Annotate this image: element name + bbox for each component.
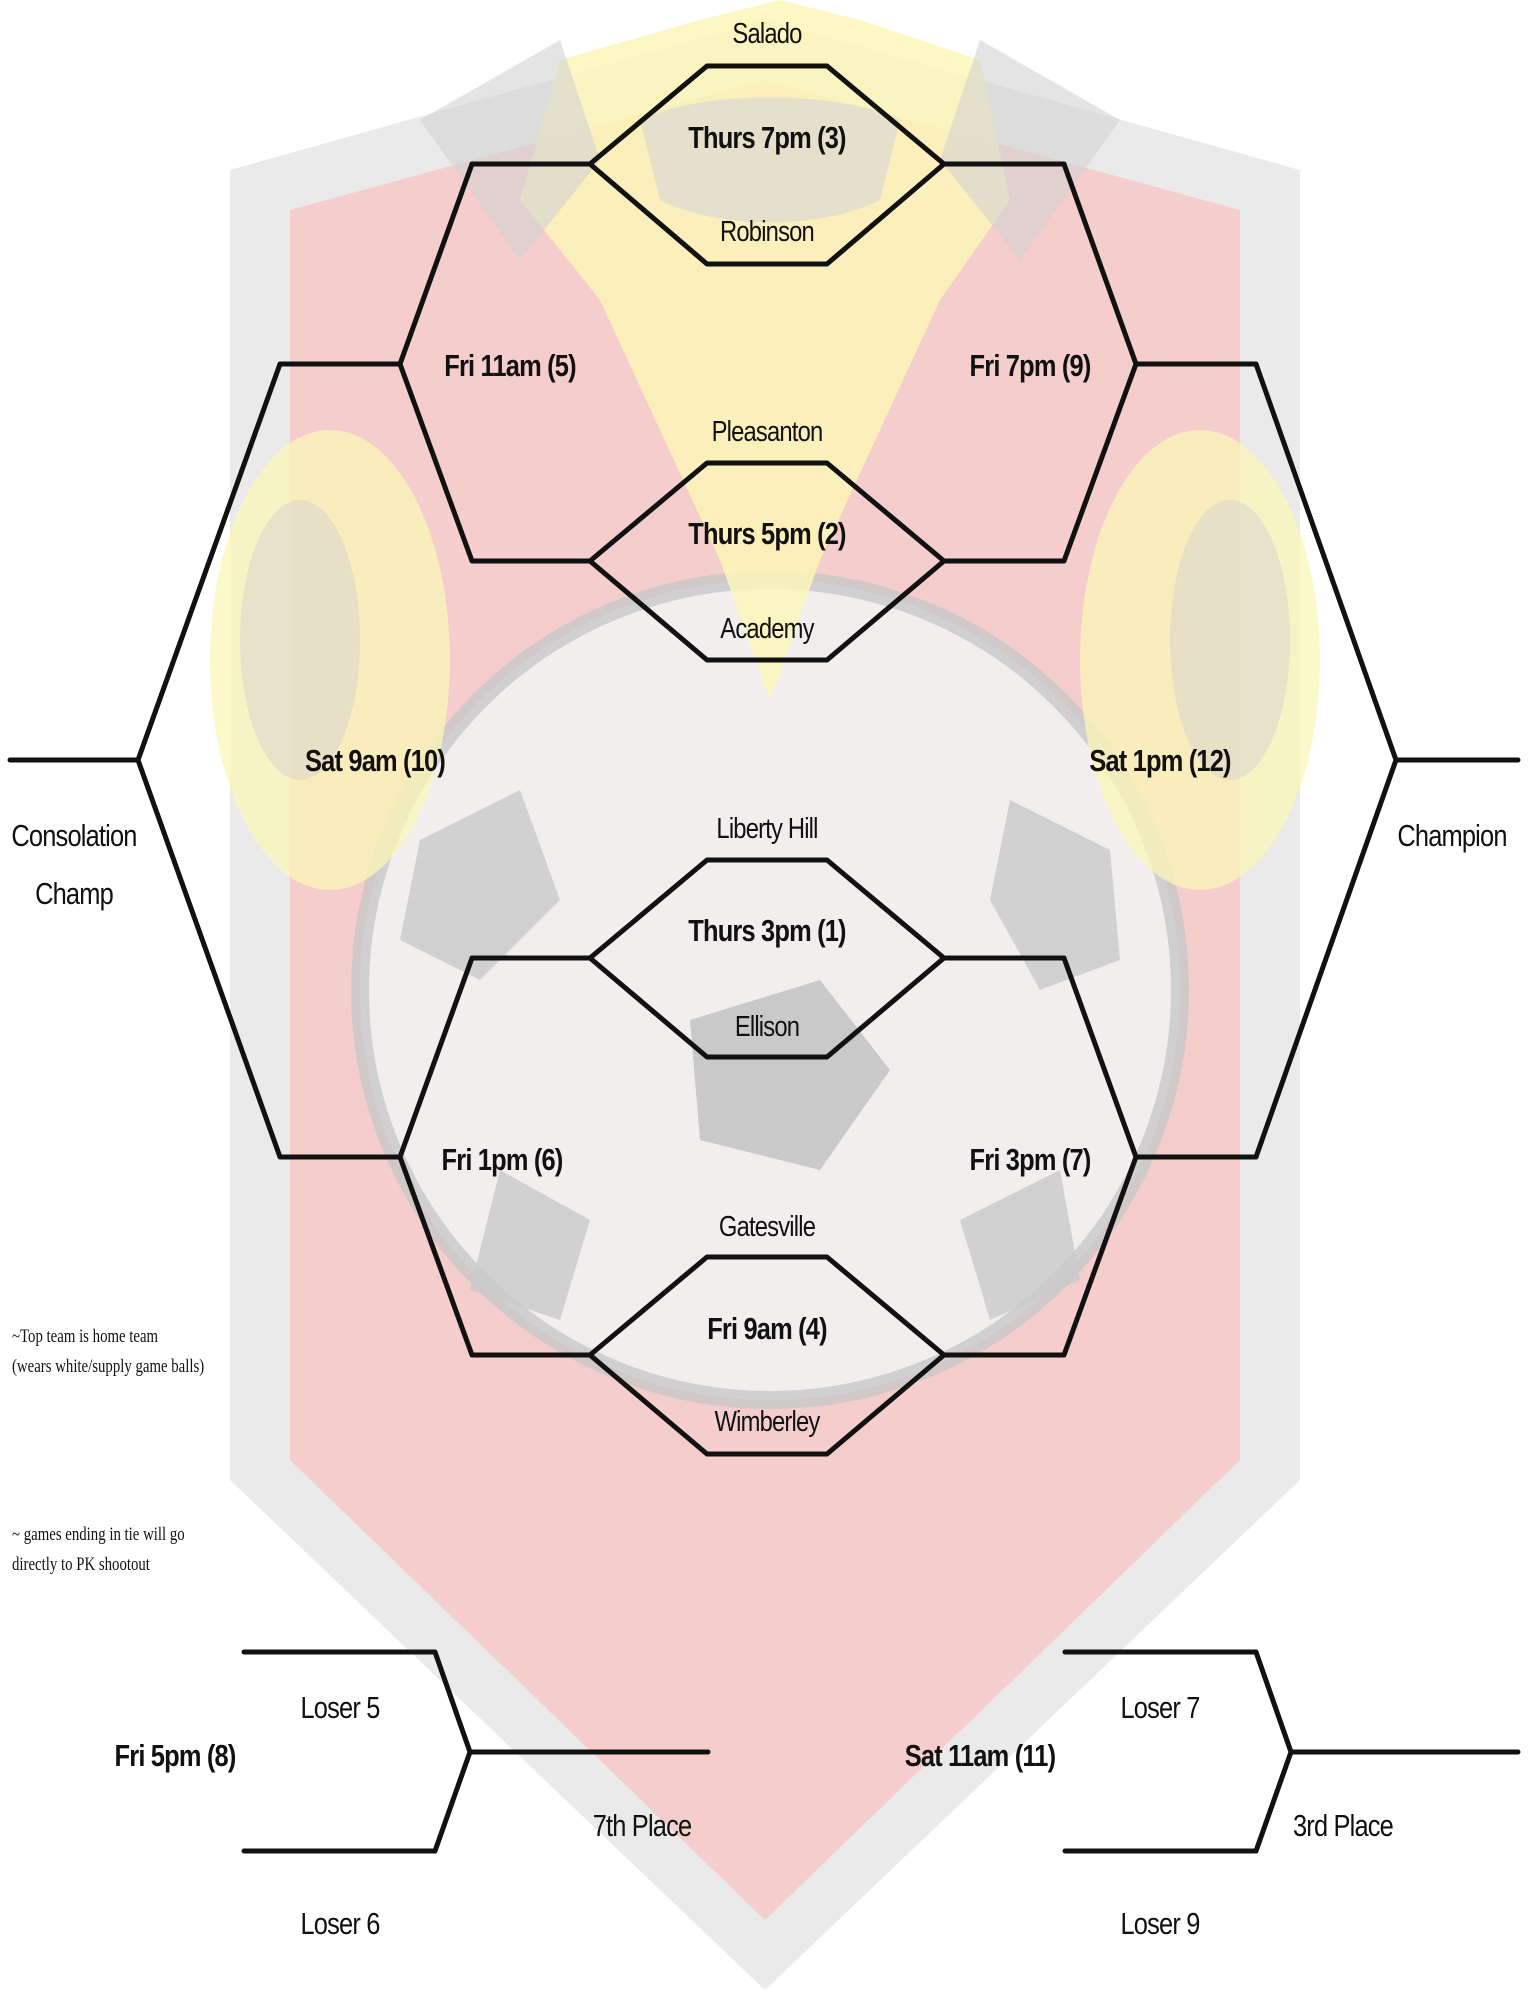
game-11-label: Sat 11am (11) [905, 1740, 1055, 1771]
loser-7-label: Loser 7 [1120, 1692, 1199, 1723]
game-8-bracket-shape [244, 1652, 470, 1851]
game-5-label: Fri 11am (5) [444, 350, 575, 381]
game-9-label: Fri 7pm (9) [970, 350, 1091, 381]
team-ellison: Ellison [735, 1013, 799, 1042]
team-robinson: Robinson [720, 218, 814, 247]
team-salado: Salado [732, 20, 801, 49]
tie-rule-note-line2: directly to PK shootout [12, 1550, 185, 1580]
game-4-label: Fri 9am (4) [707, 1313, 827, 1344]
team-liberty-hill: Liberty Hill [716, 815, 817, 844]
tie-rule-note-line1: ~ games ending in tie will go [12, 1520, 185, 1550]
game-6-label: Fri 1pm (6) [442, 1144, 563, 1175]
game-12-label: Sat 1pm (12) [1089, 745, 1230, 776]
third-place-label: 3rd Place [1293, 1810, 1393, 1841]
loser-5-label: Loser 5 [300, 1692, 379, 1723]
team-pleasanton: Pleasanton [712, 418, 823, 447]
team-wimberley: Wimberley [715, 1408, 820, 1437]
champion-label: Champion [1397, 820, 1506, 851]
loser-9-label: Loser 9 [1120, 1908, 1199, 1939]
team-gatesville: Gatesville [719, 1213, 815, 1242]
game-2-label: Thurs 5pm (2) [688, 518, 845, 549]
home-team-note-line2: (wears white/supply game balls) [12, 1352, 204, 1382]
seventh-place-label: 7th Place [593, 1810, 692, 1841]
game-10-label: Sat 9am (10) [305, 745, 445, 776]
consolation-champ-label-line1: Consolation [11, 820, 136, 851]
consolation-champ-label-line2: Champ [35, 878, 113, 909]
game-3-label: Thurs 7pm (3) [688, 122, 845, 153]
game-7-label: Fri 3pm (7) [970, 1144, 1091, 1175]
game-8-label: Fri 5pm (8) [115, 1740, 236, 1771]
team-academy: Academy [720, 615, 813, 644]
game-11-bracket-shape [1065, 1652, 1291, 1851]
game-1-label: Thurs 3pm (1) [688, 915, 845, 946]
loser-6-label: Loser 6 [300, 1908, 379, 1939]
tie-rule-note: ~ games ending in tie will go directly t… [12, 1520, 185, 1581]
home-team-note-line1: ~Top team is home team [12, 1322, 204, 1352]
home-team-note: ~Top team is home team (wears white/supp… [12, 1322, 204, 1383]
